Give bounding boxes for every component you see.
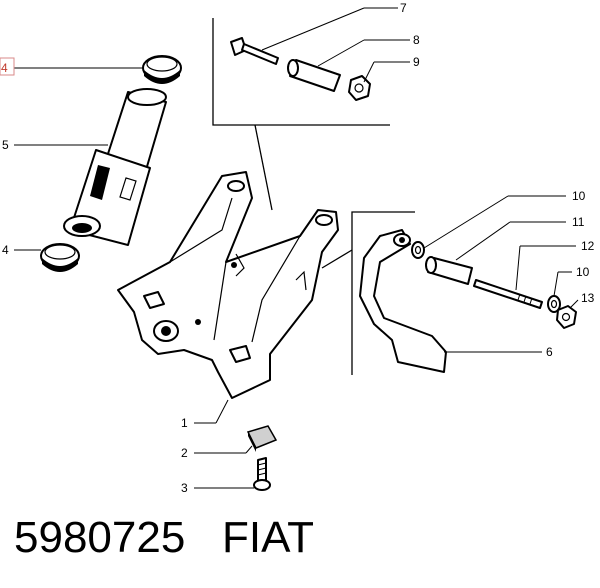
bushing-ring-top [142,55,182,84]
lock-nut [556,305,577,329]
washer-top [411,241,425,259]
callout-4-bottom: 4 [2,243,9,257]
leader-lines [14,7,579,489]
brand-name: FIAT [221,513,315,562]
caption-gap [185,513,222,562]
part-caption: 5980725 FIAT [14,508,314,568]
callout-10-bottom: 10 [576,265,590,279]
callout-9: 9 [413,55,420,69]
detail-frame-right [351,211,415,375]
pedal-bracket [117,171,339,399]
spacer-sleeve [287,59,341,92]
detail-frame-top [212,18,390,126]
frame-link-right [321,249,353,269]
pedal-bushing [425,256,473,285]
pedal-lever [359,229,447,373]
callout-2: 2 [181,446,188,460]
callout-11: 11 [572,215,585,229]
callout-5: 5 [2,138,9,152]
screw [253,457,271,491]
callout-12: 12 [581,239,595,253]
callout-6: 6 [546,345,553,359]
callout-4-top: 4 [1,61,8,75]
bolt [230,37,279,65]
callout-highlight-box [0,57,15,76]
pivot-pin [473,279,543,309]
cage-nut-clip [246,425,278,452]
pivot-tube [63,88,167,246]
callout-8: 8 [413,33,420,47]
callout-1: 1 [181,416,188,430]
nut [348,75,371,101]
bushing-ring-bottom [40,243,80,272]
part-number: 5980725 [14,513,186,562]
callout-3: 3 [181,481,188,495]
callout-13: 13 [581,291,595,305]
exploded-parts-diagram: 4 5 4 7 8 9 10 11 12 10 13 6 1 2 3 [0,1,595,495]
frame-link-top [254,124,273,211]
callout-10-top: 10 [572,189,586,203]
callout-7: 7 [400,1,407,15]
